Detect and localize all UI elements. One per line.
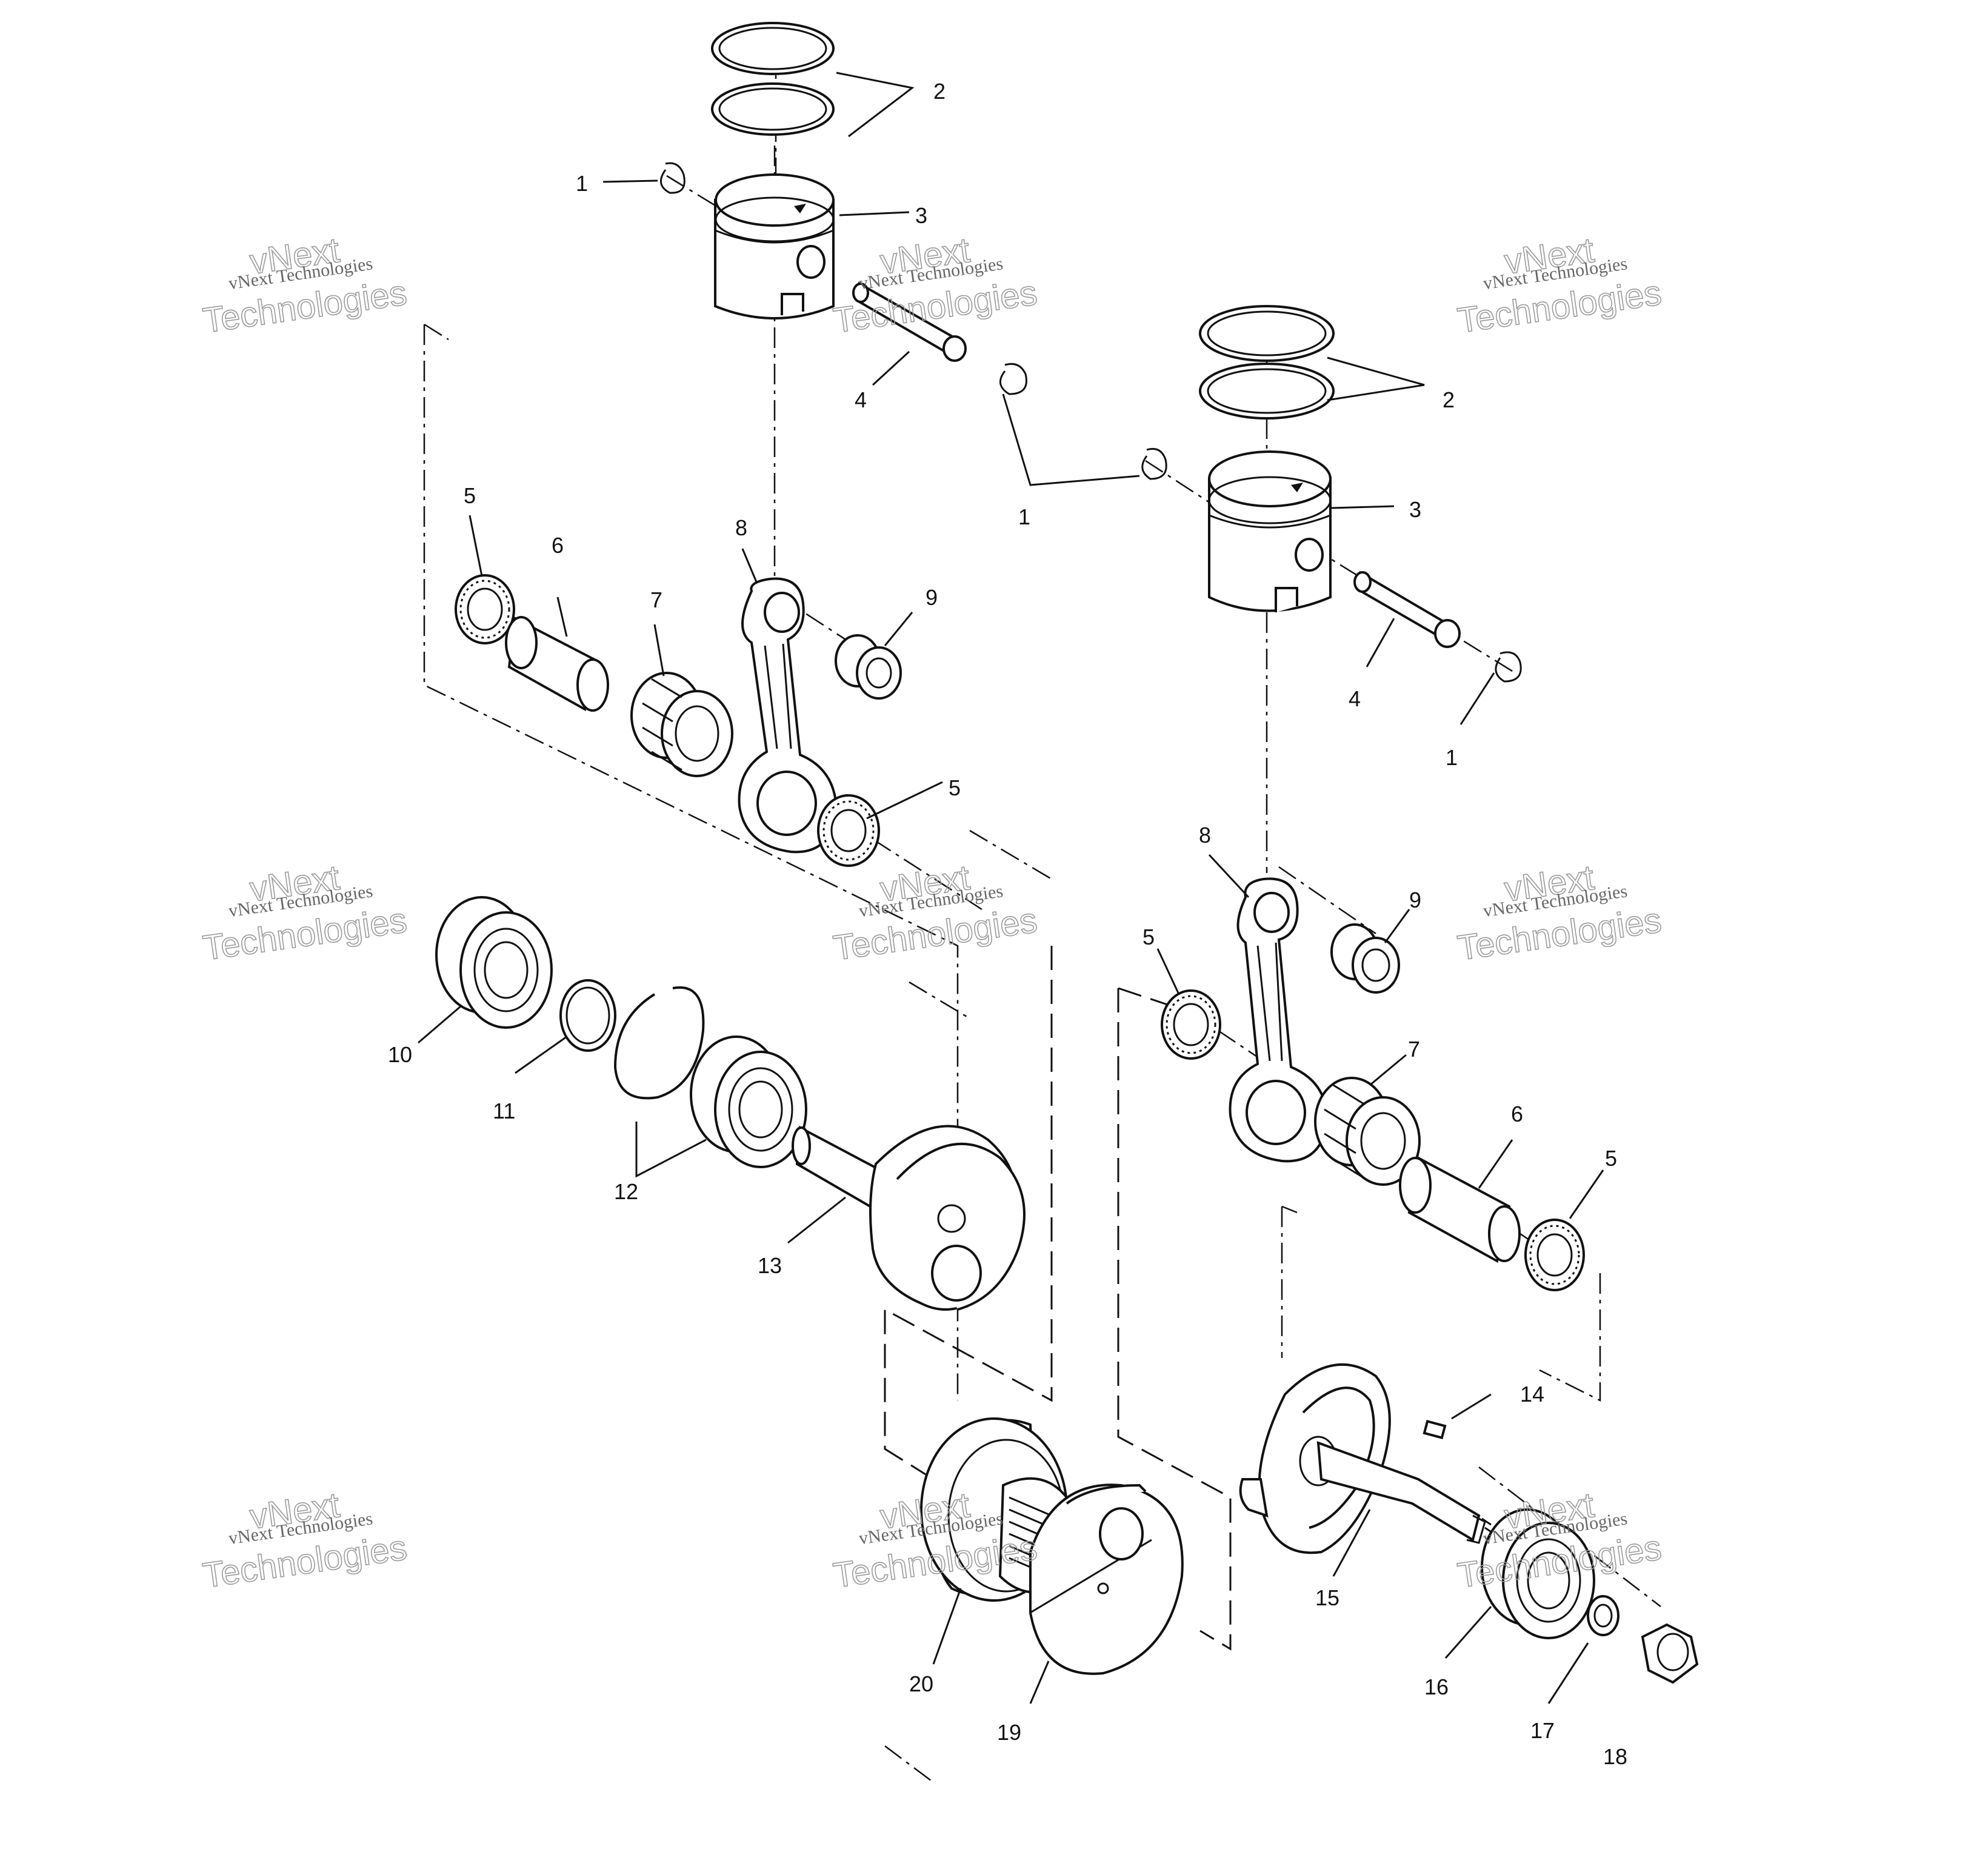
crankshaft-nut bbox=[1641, 1623, 1699, 1684]
needle-bearing-left-small bbox=[835, 634, 902, 700]
watermark-7: vNext vNext Technologies Technologies bbox=[200, 1485, 410, 1596]
callout-15: 15 bbox=[1315, 1585, 1339, 1610]
callout-2: 2 bbox=[1443, 387, 1455, 412]
callout-12: 12 bbox=[614, 1179, 638, 1204]
callout-6: 6 bbox=[552, 533, 564, 558]
connecting-rod-right bbox=[1229, 877, 1329, 1163]
needle-bearing-right-small bbox=[1330, 923, 1400, 994]
callout-20: 20 bbox=[909, 1671, 933, 1696]
needle-bearing-left-big bbox=[630, 672, 733, 777]
callout-13: 13 bbox=[758, 1253, 782, 1278]
piston-rings-left bbox=[711, 22, 835, 136]
assembly-dashed-boxes bbox=[884, 946, 1232, 1651]
snap-ring-left bbox=[613, 986, 705, 1100]
callout-7: 7 bbox=[1408, 1037, 1420, 1062]
crankshaft-half-left bbox=[792, 1125, 1026, 1311]
shim-washer-left bbox=[559, 979, 616, 1052]
callout-5: 5 bbox=[464, 483, 476, 508]
callout-11: 11 bbox=[493, 1099, 515, 1123]
connecting-rod-group-left bbox=[455, 574, 902, 867]
watermark-1: vNext vNext Technologies Technologies bbox=[200, 230, 410, 341]
callout-1: 1 bbox=[576, 171, 588, 196]
callout-8: 8 bbox=[735, 515, 747, 540]
wrist-pin-left bbox=[852, 281, 967, 362]
callout-8: 8 bbox=[1199, 823, 1211, 848]
watermark-2: vNext vNext Technologies Technologies bbox=[830, 230, 1040, 341]
callout-18: 18 bbox=[1603, 1744, 1627, 1769]
center-crank-assembly bbox=[920, 1417, 1184, 1675]
circlip-left-a bbox=[660, 162, 685, 194]
callout-4: 4 bbox=[855, 387, 867, 412]
callout-10: 10 bbox=[388, 1042, 412, 1067]
piston-rings-right bbox=[1199, 305, 1335, 420]
thrust-washer-right-bottom bbox=[1524, 1219, 1585, 1291]
callout-7: 7 bbox=[650, 587, 662, 612]
callout-19: 19 bbox=[997, 1720, 1021, 1745]
watermark-6: vNext vNext Technologies Technologies bbox=[1455, 857, 1664, 968]
callout-2: 2 bbox=[933, 79, 946, 104]
thrust-washer-left-top bbox=[455, 574, 515, 644]
callout-17: 17 bbox=[1530, 1718, 1555, 1743]
thrust-washer-right-top bbox=[1161, 989, 1221, 1060]
crankshaft-half-right bbox=[1239, 1363, 1495, 1554]
needle-bearing-right-big bbox=[1314, 1077, 1421, 1186]
crank-pin-right bbox=[1399, 1156, 1521, 1263]
thrust-washer-left-bottom bbox=[817, 794, 880, 867]
lock-washer bbox=[1587, 1595, 1619, 1636]
ball-bearing-left-outer bbox=[435, 896, 553, 1029]
callout-3: 3 bbox=[915, 203, 927, 228]
ball-bearing-right bbox=[1481, 1508, 1595, 1639]
callout-numbers: 2 1 3 4 1 2 3 4 1 5 6 7 8 9 5 8 9 5 7 6 … bbox=[388, 79, 1627, 1769]
callout-9: 9 bbox=[1409, 888, 1421, 912]
callout-4: 4 bbox=[1349, 686, 1361, 711]
callout-3: 3 bbox=[1409, 497, 1421, 522]
piston-group-right bbox=[1141, 305, 1522, 683]
callout-14: 14 bbox=[1520, 1382, 1544, 1406]
watermark-5: vNext vNext Technologies Technologies bbox=[830, 857, 1040, 968]
callout-5: 5 bbox=[949, 775, 961, 800]
circlip-left-b bbox=[999, 363, 1027, 395]
crank-pin-left bbox=[505, 616, 609, 712]
callout-16: 16 bbox=[1424, 1674, 1449, 1699]
piston-group-left bbox=[660, 22, 1027, 395]
piston-left bbox=[714, 173, 835, 319]
watermarks: vNext vNext Technologies Technologies vN… bbox=[200, 230, 1664, 1596]
crankshaft-group-right bbox=[1239, 1363, 1699, 1684]
watermark-3: vNext vNext Technologies Technologies bbox=[1455, 230, 1664, 341]
callout-5: 5 bbox=[1142, 925, 1155, 949]
callout-5: 5 bbox=[1605, 1146, 1617, 1171]
connecting-rod-group-right bbox=[1161, 877, 1585, 1291]
circlip-right-a bbox=[1141, 447, 1167, 480]
callout-6: 6 bbox=[1511, 1102, 1523, 1126]
leader-lines bbox=[418, 72, 1604, 1704]
crankshaft-group-left bbox=[435, 896, 1026, 1311]
ball-bearing-left-inner bbox=[690, 1035, 807, 1168]
circlip-right-b bbox=[1495, 651, 1522, 683]
callout-1: 1 bbox=[1018, 504, 1030, 529]
wrist-pin-right bbox=[1353, 570, 1461, 648]
piston-right bbox=[1208, 450, 1332, 612]
crank-counterweight bbox=[1029, 1483, 1184, 1675]
callout-1: 1 bbox=[1446, 745, 1458, 770]
watermark-4: vNext vNext Technologies Technologies bbox=[200, 857, 410, 968]
callout-9: 9 bbox=[926, 585, 938, 610]
connecting-rod-left bbox=[738, 577, 838, 854]
